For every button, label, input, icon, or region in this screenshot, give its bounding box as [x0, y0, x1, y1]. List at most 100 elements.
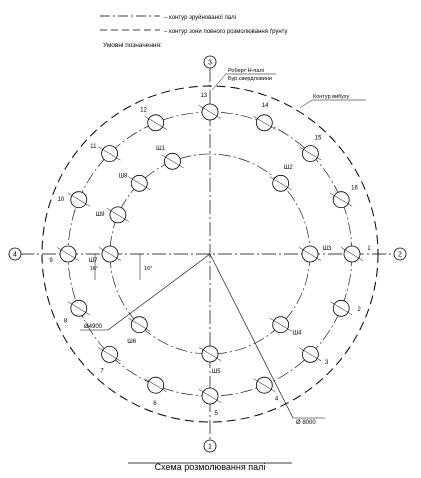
inner-hole: Ш5 — [198, 345, 222, 375]
outer-hole: 11 — [90, 144, 121, 163]
outer-hole: 15 — [299, 135, 322, 163]
outer-hole-label: 4 — [275, 397, 279, 403]
axis-marker-left: 4 — [8, 247, 22, 261]
outer-hole-label: 7 — [100, 369, 104, 375]
outer-hole-label: 9 — [49, 258, 53, 264]
outer-hole-label: 14 — [262, 103, 269, 109]
inner-hole-mark — [269, 176, 292, 191]
outer-hole: 10 — [57, 191, 90, 209]
destroyed-leader — [299, 99, 313, 109]
inner-hole: Ш7 — [89, 245, 122, 264]
inner-hole-label: Ш7 — [89, 258, 98, 264]
outer-hole: 3 — [299, 345, 329, 366]
legend-dashdot-label: – контур зруйнованої палі — [164, 14, 236, 21]
dim-r2-label: 16° — [144, 266, 152, 272]
axis-marker-top-label: 3 — [208, 60, 212, 67]
outer-hole: 7 — [98, 345, 121, 375]
dim-left-label: Ø4900 — [84, 324, 103, 330]
inner-hole: Ш2 — [269, 165, 293, 192]
inner-hole-label: Ш5 — [212, 369, 221, 375]
inner-hole: Ш1 — [156, 146, 184, 170]
drawing-title: Схема розмолювання палі — [155, 462, 266, 472]
dim-bottom-label: Ø 8000 — [296, 420, 316, 426]
outer-hole-mark — [330, 301, 353, 316]
outer-hole: 14 — [253, 103, 276, 132]
legend-title: Умовні позначення: — [103, 41, 162, 49]
outer-hole-mark — [253, 115, 276, 130]
outer-hole-label: 3 — [325, 360, 329, 366]
outer-hole: 6 — [144, 376, 167, 407]
inner-hole-mark — [98, 247, 122, 261]
inner-hole-label: Ш4 — [293, 330, 302, 336]
outer-hole: 16 — [330, 186, 358, 209]
inner-hole: Ш4 — [269, 316, 302, 336]
outer-hole-mark — [198, 105, 222, 119]
top-note-2: Бур.свердловини — [228, 76, 272, 82]
outer-hole-label: 6 — [153, 401, 157, 407]
inner-hole-mark — [106, 208, 130, 222]
legend-dashed-label: – контур зони повного розмолювання ґрунт… — [164, 28, 288, 35]
dim-r1-label: 16° — [90, 266, 98, 272]
outer-hole: 1 — [340, 245, 371, 263]
axis-marker-top: 3 — [203, 55, 217, 69]
outer-hole-mark — [330, 192, 353, 207]
inner-hole-label: Ш6 — [127, 339, 136, 345]
outer-hole-mark — [253, 378, 276, 393]
inner-hole-label: Ш1 — [156, 146, 165, 152]
outer-hole: 8 — [64, 299, 90, 325]
outer-hole-mark — [299, 347, 322, 362]
outer-hole-mark — [98, 347, 121, 362]
legend: – контур зруйнованої палі – контур зони … — [100, 14, 288, 49]
inner-hole-mark — [298, 247, 322, 261]
inner-hole-label: Ш3 — [322, 246, 331, 252]
outer-hole-label: 10 — [57, 197, 64, 203]
outer-hole-label: 12 — [140, 108, 147, 114]
inner-hole-mark — [161, 154, 184, 169]
axis-marker-bottom-label: 1 — [208, 444, 212, 451]
outer-hole: 13 — [198, 93, 222, 121]
outer-dashed-circle — [41, 85, 379, 423]
axis-marker-bottom: 1 — [203, 439, 217, 453]
outer-hole-mark — [98, 146, 121, 161]
outer-hole: 2 — [330, 299, 362, 317]
outer-hole-mark — [144, 115, 167, 130]
outer-hole-mark — [67, 192, 90, 207]
outer-hole-label: 15 — [315, 135, 322, 141]
axis-marker-right: 2 — [393, 247, 407, 261]
inner-hole-mark — [269, 317, 292, 332]
outer-hole-mark — [56, 247, 80, 261]
axis-marker-left-label: 4 — [13, 252, 17, 259]
dim-bottom-leader — [209, 253, 294, 419]
outer-hole-mark — [299, 146, 322, 161]
outer-hole-label: 16 — [351, 186, 358, 192]
outer-hole-label: 11 — [90, 144, 97, 150]
dimension-lines: Ø4900 Ø 8000 16° 16° Роберт Н-палі Бур.с… — [80, 68, 366, 426]
outer-hole-label: 1 — [367, 246, 371, 252]
inner-hole: Ш9 — [96, 206, 130, 224]
dim-left-leader — [107, 253, 211, 331]
inner-hole-mark — [128, 317, 151, 332]
outer-hole: 5 — [198, 387, 222, 417]
inner-hole-label: Ш8 — [119, 174, 128, 180]
top-note-1: Роберт Н-палі — [228, 68, 264, 74]
outer-hole-mark — [144, 378, 167, 393]
inner-hole: Ш8 — [119, 174, 151, 192]
axis-marker-right-label: 2 — [398, 252, 402, 259]
destroyed-label: Контур вибуху — [313, 94, 350, 100]
outer-hole-mark — [67, 301, 90, 316]
inner-hole-label: Ш2 — [284, 165, 293, 171]
outer-hole-mark — [340, 247, 364, 261]
outer-hole-mark — [198, 389, 222, 403]
outer-hole: 9 — [49, 245, 80, 264]
outer-hole-label: 5 — [215, 411, 219, 417]
inner-hole-mark — [128, 176, 151, 191]
outer-hole-label: 13 — [200, 93, 207, 99]
inner-hole-label: Ш9 — [96, 212, 105, 218]
inner-hole-mark — [198, 347, 222, 361]
outer-hole: 12 — [140, 108, 167, 132]
inner-hole: Ш3 — [298, 245, 332, 263]
outer-hole-label: 8 — [64, 319, 68, 325]
